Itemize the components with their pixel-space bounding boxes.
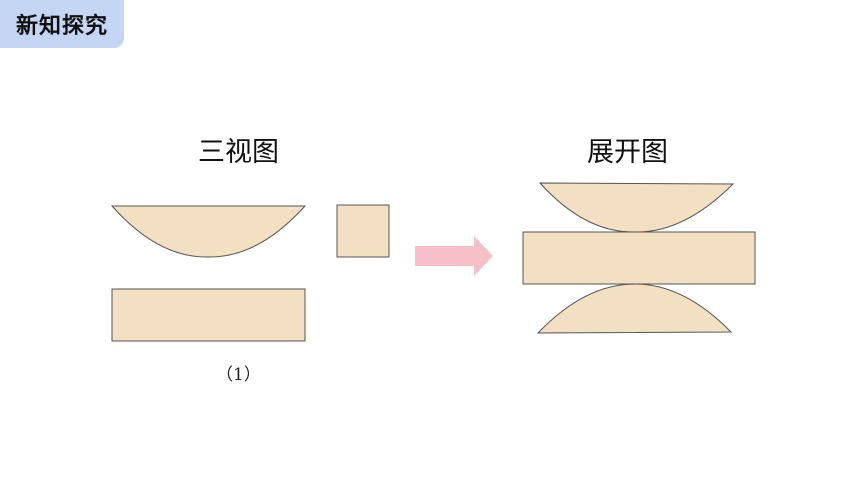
figure-caption: （1）	[216, 365, 261, 385]
side-view-square	[336, 204, 390, 258]
net-bottom-segment	[536, 283, 733, 334]
top-view-rectangle	[111, 288, 306, 342]
right-arrow-icon	[415, 236, 493, 276]
three-view-figure	[110, 204, 390, 342]
net-middle-rectangle	[522, 231, 756, 285]
three-view-title: 三视图	[198, 137, 279, 168]
unfolded-net-figure	[522, 182, 756, 334]
front-view-segment	[110, 205, 307, 258]
section-badge: 新知探究	[0, 0, 124, 48]
net-top-segment	[538, 182, 735, 233]
unfolded-view-title: 展开图	[587, 137, 668, 168]
